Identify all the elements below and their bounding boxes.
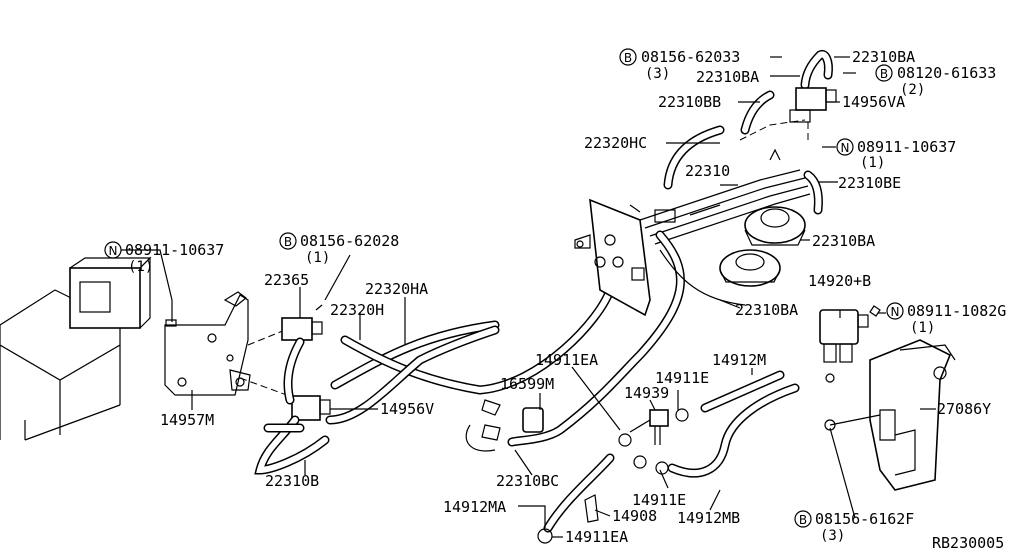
callout-31: 14912MA	[443, 498, 506, 516]
svg-text:08911-1082G: 08911-1082G	[907, 302, 1006, 320]
intake-bracket	[574, 198, 651, 317]
callout-5: 22310BB	[658, 93, 721, 111]
vacuum-actuator-upper	[744, 206, 806, 246]
svg-text:N: N	[891, 305, 900, 319]
callout-19: N 08911-1082G (1)	[886, 302, 1006, 336]
callout-9: 22310	[685, 162, 730, 180]
callout-22: 14911E	[655, 369, 709, 387]
svg-text:(1): (1)	[860, 155, 885, 171]
check-valve-14939	[629, 409, 669, 445]
engine-block-shape	[0, 256, 152, 441]
svg-text:(1): (1)	[910, 320, 935, 336]
diagram-code: RB230005	[932, 534, 1004, 552]
callout-26: 14956V	[380, 400, 434, 418]
callout-10: 22310BE	[838, 174, 901, 192]
svg-text:B: B	[284, 235, 292, 249]
svg-text:08120-61633: 08120-61633	[897, 64, 996, 82]
svg-text:N: N	[841, 141, 850, 155]
callout-2: 22310BA	[852, 48, 915, 66]
vacuum-actuator-lower	[719, 249, 781, 287]
callout-8: N 08911-10637 (1)	[836, 138, 956, 171]
svg-text:08156-62028: 08156-62028	[300, 232, 399, 250]
bracket-27086y	[824, 339, 956, 491]
svg-text:B: B	[624, 51, 632, 65]
callout-23: 16599M	[500, 375, 554, 393]
callout-24: 14939	[624, 384, 669, 402]
svg-text:(1): (1)	[305, 250, 330, 266]
svg-text:N: N	[109, 244, 118, 258]
callout-13: B 08156-62028 (1)	[279, 232, 399, 266]
svg-text:08911-10637: 08911-10637	[125, 241, 224, 259]
callout-32: 14908	[612, 507, 657, 525]
callout-34: B 08156-6162F (3)	[794, 510, 914, 544]
callout-27: 27086Y	[937, 400, 991, 418]
svg-text:(1): (1)	[128, 259, 153, 275]
solenoid-22365	[281, 304, 323, 341]
callout-1: B 08156-62033 (3)	[619, 48, 740, 82]
callout-25: 14957M	[160, 411, 214, 429]
callout-30: 14911E	[632, 491, 686, 509]
callout-20: 14912M	[712, 351, 766, 369]
callout-21: 14911EA	[535, 351, 598, 369]
svg-text:B: B	[880, 67, 888, 81]
callout-6: 14956VA	[842, 93, 905, 111]
callout-7: 22320HC	[584, 134, 647, 152]
solenoid-14956va	[789, 87, 837, 123]
svg-text:(3): (3)	[645, 66, 670, 82]
callout-15: 22320HA	[365, 280, 428, 298]
callout-18: 14920+B	[808, 272, 871, 290]
solenoid-14920b	[819, 309, 869, 383]
callout-16: 22320H	[330, 301, 384, 319]
leader-lines	[120, 56, 936, 538]
callout-29: 22310BC	[496, 472, 559, 490]
callout-17: 22310BA	[735, 301, 798, 319]
metal-tube-assembly	[629, 148, 811, 245]
svg-text:08156-6162F: 08156-6162F	[815, 510, 914, 528]
callout-12: N 08911-10637 (1)	[104, 241, 224, 275]
svg-text:(3): (3)	[820, 528, 845, 544]
svg-text:(2): (2)	[900, 82, 925, 98]
svg-text:08156-62033: 08156-62033	[641, 48, 740, 66]
callout-3: 22310BA	[696, 68, 759, 86]
callout-33: 14912MB	[677, 509, 740, 527]
callout-4: B 08120-61633 (2)	[875, 64, 996, 98]
svg-text:B: B	[799, 513, 807, 527]
callout-14: 22365	[264, 271, 309, 289]
callout-35: 14911EA	[565, 528, 628, 546]
callout-28: 22310B	[265, 472, 319, 490]
svg-text:08911-10637: 08911-10637	[857, 138, 956, 156]
bracket-14957m	[164, 291, 251, 396]
callout-11: 22310BA	[812, 232, 875, 250]
